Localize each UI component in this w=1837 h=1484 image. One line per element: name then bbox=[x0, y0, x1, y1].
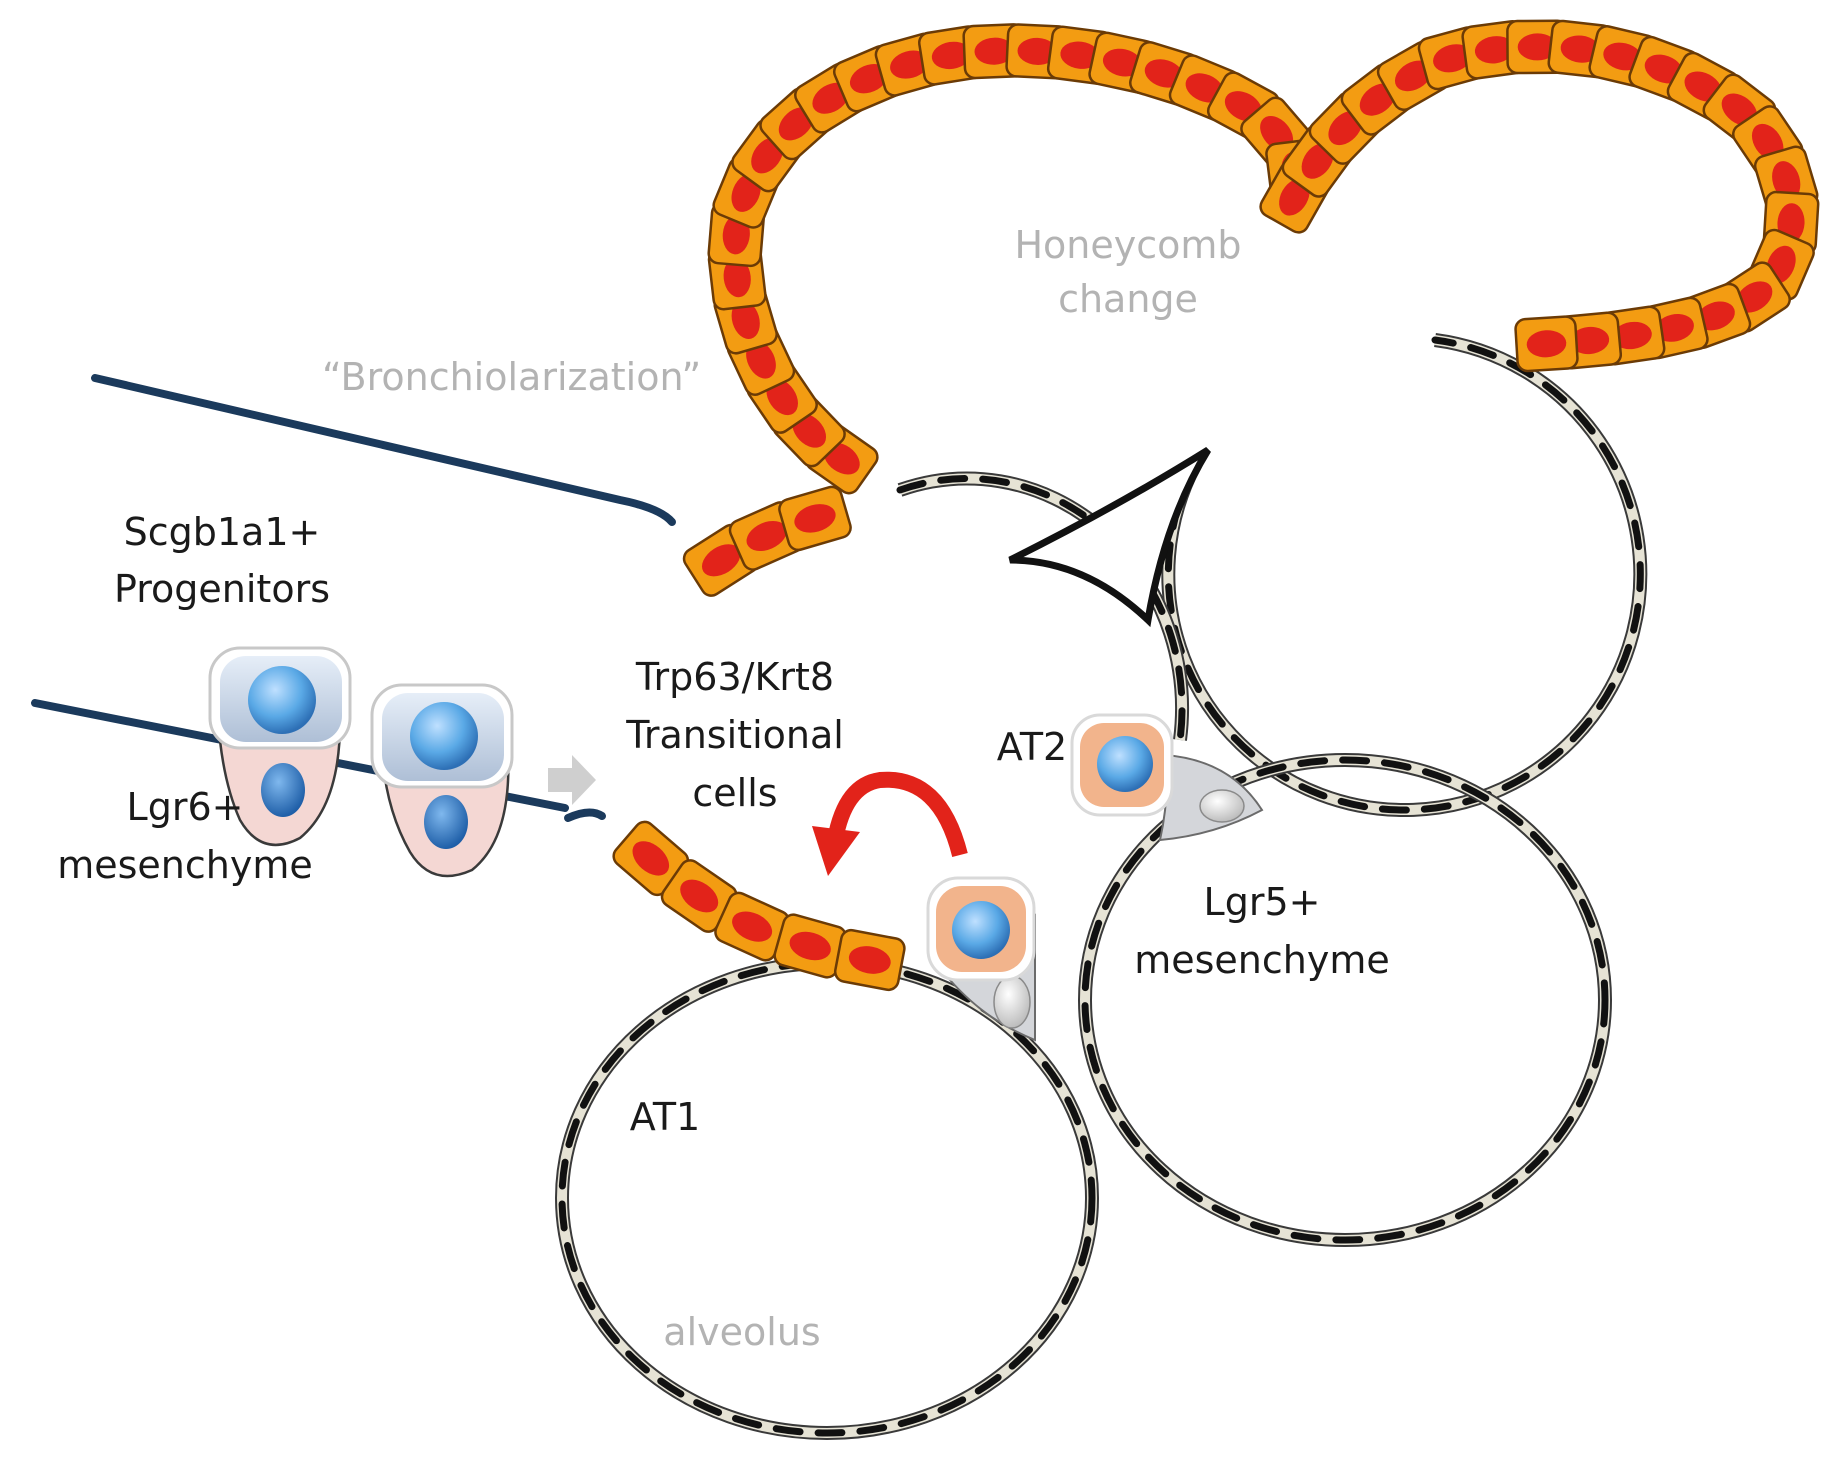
alveolus-bottom-left bbox=[555, 956, 1099, 1440]
progenitor-cell-right bbox=[370, 683, 514, 878]
transitional-lower-cell bbox=[612, 820, 690, 897]
label-lgr6-line2: mesenchyme bbox=[57, 843, 313, 887]
label-honeycomb-line1: Honeycomb bbox=[1014, 223, 1241, 267]
honeycomb-cell-nucleus bbox=[974, 37, 1015, 65]
honeycomb-cell-nucleus bbox=[1060, 41, 1100, 69]
label-lgr5-line2: mesenchyme bbox=[1134, 938, 1390, 982]
alveolus-bottom-right-at1-nuclei bbox=[1081, 756, 1609, 1244]
honeycomb-cell-nucleus bbox=[1612, 321, 1652, 350]
label-alveolus: alveolus bbox=[663, 1310, 820, 1354]
label-bronchiolarization: “Bronchiolarization” bbox=[322, 355, 701, 399]
honeycomb-cell-nucleus bbox=[1560, 35, 1601, 63]
honeycomb-cell-nucleus bbox=[746, 340, 776, 379]
progenitor-cell-left bbox=[208, 646, 352, 847]
honeycomb-cell-nucleus bbox=[1751, 123, 1784, 160]
progenitor-cells bbox=[208, 646, 514, 878]
at2-cell-lower bbox=[926, 876, 1036, 982]
honeycomb-epithelium bbox=[707, 19, 1820, 495]
niche-cell-lower-nucleus bbox=[993, 975, 1031, 1029]
transitional-lower-cell-nucleus bbox=[680, 879, 719, 913]
airway-wall-tip bbox=[564, 808, 606, 822]
honeycomb-cell-nucleus bbox=[1517, 33, 1558, 61]
labels: Honeycomb change “Bronchiolarization” Sc… bbox=[57, 223, 1390, 1354]
alveolus-top-right bbox=[1161, 333, 1648, 817]
transitional-lower-cell bbox=[833, 928, 906, 992]
transitional-lower-cell bbox=[714, 891, 791, 962]
honeycomb-cell-nucleus bbox=[931, 41, 972, 70]
transitional-lower-cell-nucleus bbox=[789, 931, 831, 961]
honeycomb-cell-nucleus bbox=[890, 50, 929, 79]
niche-cell-upper-nucleus bbox=[1199, 789, 1245, 823]
at2-cells bbox=[926, 713, 1174, 982]
alveolus-bottom-right bbox=[1078, 753, 1612, 1247]
at2-cell-upper bbox=[1070, 713, 1174, 817]
honeycomb-cell-nucleus bbox=[1433, 44, 1472, 73]
honeycomb-cell-nucleus bbox=[1394, 60, 1432, 92]
honeycomb-cell-nucleus bbox=[1017, 37, 1058, 65]
honeycomb-cell-nucleus bbox=[1654, 314, 1694, 342]
label-trp63-line2: Transitional bbox=[625, 713, 844, 757]
label-trp63-line3: cells bbox=[692, 771, 777, 815]
label-at1: AT1 bbox=[630, 1095, 700, 1139]
honeycomb-cell-nucleus bbox=[1526, 330, 1567, 358]
honeycomb-cell-nucleus bbox=[1569, 326, 1610, 355]
honeycomb-cell-nucleus bbox=[1736, 281, 1773, 313]
label-scgb1a1-line1: Scgb1a1+ bbox=[124, 510, 321, 554]
differentiation-arrow-icon bbox=[812, 771, 968, 876]
honeycomb-cell-nucleus bbox=[1772, 161, 1801, 200]
interstitial-wedge-upper bbox=[1008, 447, 1211, 628]
airway-upper-wall bbox=[91, 374, 676, 526]
transitional-upper-cell bbox=[778, 485, 852, 552]
label-honeycomb-line2: change bbox=[1058, 277, 1198, 321]
label-at2: AT2 bbox=[997, 725, 1067, 769]
transitional-lower-cell bbox=[773, 913, 847, 979]
honeycomb-cell-nucleus bbox=[849, 64, 888, 94]
alveoli bbox=[555, 333, 1648, 1440]
transitional-epithelium bbox=[612, 485, 906, 992]
honeycomb-cell-nucleus bbox=[1696, 301, 1735, 331]
label-scgb1a1-line2: Progenitors bbox=[114, 567, 330, 611]
honeycomb-cell-nucleus bbox=[723, 257, 751, 298]
honeycomb-cell-nucleus bbox=[1603, 42, 1643, 71]
label-trp63-line1: Trp63/Krt8 bbox=[635, 655, 834, 699]
honeycomb-cell-nucleus bbox=[812, 82, 850, 114]
transitional-upper-cell-nucleus bbox=[746, 520, 787, 552]
migration-arrow-icon bbox=[548, 755, 596, 805]
transitional-upper-cell-nucleus bbox=[794, 504, 836, 533]
honeycomb-cell-nucleus bbox=[1144, 59, 1184, 88]
honeycomb-cell bbox=[1514, 315, 1579, 373]
honeycomb-cell bbox=[1340, 63, 1415, 136]
transitional-lower-cell-nucleus bbox=[632, 841, 670, 876]
honeycomb-cell-nucleus bbox=[766, 379, 798, 416]
transitional-lower-cell-nucleus bbox=[848, 946, 891, 974]
label-lgr5-line1: Lgr5+ bbox=[1204, 880, 1321, 924]
honeycomb-cell-nucleus bbox=[1474, 36, 1515, 64]
honeycomb-cell-nucleus bbox=[1102, 48, 1143, 77]
transitional-lower-cell-nucleus bbox=[732, 911, 773, 942]
transitional-upper-cell-nucleus bbox=[701, 544, 741, 577]
label-lgr6-line1: Lgr6+ bbox=[127, 785, 244, 829]
honeycomb-cell-nucleus bbox=[731, 300, 760, 339]
